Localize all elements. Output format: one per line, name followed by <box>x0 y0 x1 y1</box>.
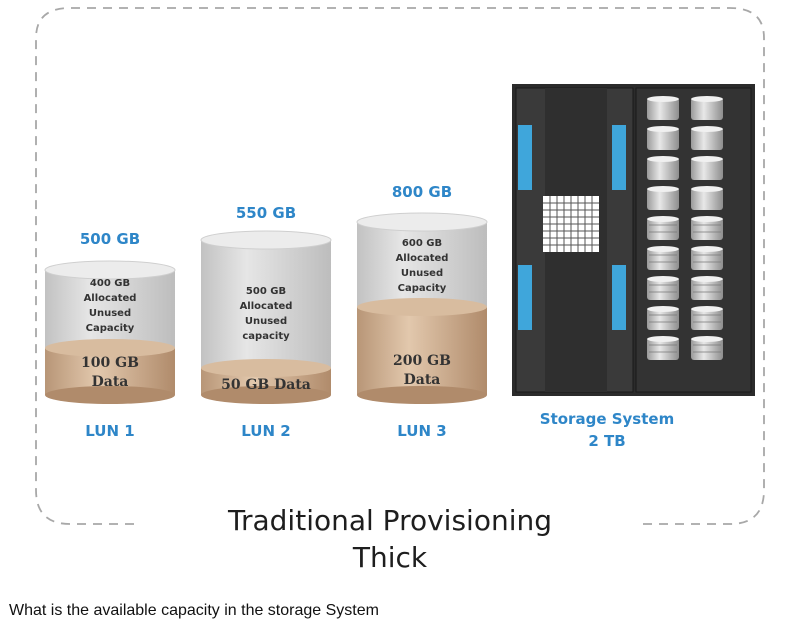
rack-disk-top <box>691 216 723 222</box>
rack-disk <box>647 128 679 150</box>
rack-disk-top <box>647 126 679 132</box>
rack-blue-strip <box>612 125 626 190</box>
lun1-cylinder <box>44 260 176 404</box>
lun3-total-label: 800 GB <box>391 183 453 201</box>
rack-disk-top <box>647 186 679 192</box>
rack-disk <box>691 248 723 270</box>
rack-disk <box>691 278 723 300</box>
rack-disk <box>647 158 679 180</box>
rack-disk-top <box>691 336 723 342</box>
rack-disk-top <box>647 306 679 312</box>
lun3-data-label: 200 GB Data <box>393 353 451 388</box>
rack-disk-top <box>691 156 723 162</box>
rack-disk <box>647 188 679 210</box>
rack-disk-top <box>647 336 679 342</box>
lun1-data-label: 100 GB Data <box>81 355 139 390</box>
rack-disk <box>647 218 679 240</box>
lun3-unused-label: 600 GB Allocated Unused Capacity <box>395 238 449 294</box>
rack-disk <box>647 278 679 300</box>
rack-disk-top <box>691 246 723 252</box>
diagram-title: Traditional Provisioning Thick <box>140 502 640 576</box>
title-line-2: Thick <box>352 541 428 574</box>
rack-disk-top <box>647 276 679 282</box>
lun1-name-label: LUN 1 <box>85 422 135 440</box>
lun2-total-label: 550 GB <box>235 204 297 222</box>
lun2-name-label: LUN 2 <box>241 422 291 440</box>
lun3-cylinder <box>356 212 488 404</box>
rack-disk <box>647 248 679 270</box>
storage-rack <box>512 84 755 396</box>
title-line-1: Traditional Provisioning <box>228 504 552 537</box>
storage-system-name: Storage System <box>539 410 675 428</box>
rack-disk-top <box>647 246 679 252</box>
rack-disk-top <box>647 96 679 102</box>
rack-disk <box>647 338 679 360</box>
question-text: What is the available capacity in the st… <box>9 602 379 619</box>
rack-disk <box>691 128 723 150</box>
rack-disk-stacks <box>647 96 723 360</box>
lun1-unused-label: 400 GB Allocated Unused Capacity <box>83 278 137 334</box>
rack-disk-top <box>691 276 723 282</box>
rack-disk-top <box>691 126 723 132</box>
rack-disk <box>647 308 679 330</box>
lun2-cylinder <box>200 230 332 404</box>
rack-disk <box>691 98 723 120</box>
rack-disk <box>647 98 679 120</box>
rack-blue-strip <box>518 265 532 330</box>
rack-disk <box>691 188 723 210</box>
rack-disk-top <box>691 186 723 192</box>
rack-disk <box>691 158 723 180</box>
lun2-unused-label: 500 GB Allocated Unused capacity <box>239 286 293 342</box>
lun1-total-label: 500 GB <box>79 230 141 248</box>
rack-blue-strip <box>518 125 532 190</box>
rack-disk <box>691 218 723 240</box>
storage-system-capacity: 2 TB <box>588 432 626 450</box>
dashed-boundary <box>35 7 765 525</box>
rack-grid-panel <box>543 196 599 252</box>
rack-disk <box>691 338 723 360</box>
rack-disk-top <box>647 216 679 222</box>
rack-disk <box>691 308 723 330</box>
rack-disk-top <box>647 156 679 162</box>
rack-disk-top <box>691 96 723 102</box>
lun2-data-label: 50 GB Data <box>221 377 311 393</box>
rack-disk-top <box>691 306 723 312</box>
rack-blue-strip <box>612 265 626 330</box>
lun3-name-label: LUN 3 <box>397 422 447 440</box>
storage-system-label: Storage System 2 TB <box>507 408 707 452</box>
